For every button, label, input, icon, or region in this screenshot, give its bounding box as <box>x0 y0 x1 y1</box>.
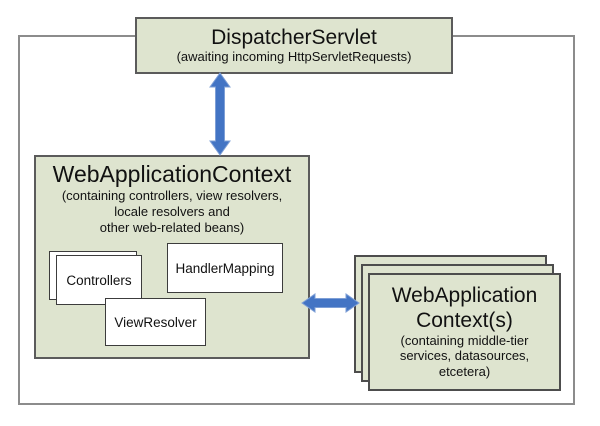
view-resolver-box: ViewResolver <box>105 298 206 346</box>
webapp-contexts-subtitle-line: etcetera) <box>438 363 491 379</box>
webapp-contexts-subtitle-line: services, datasources, <box>399 348 530 364</box>
web-application-context-subtitle-line: (containing controllers, view resolvers, <box>61 188 283 203</box>
dispatcher-servlet-title: DispatcherServlet <box>211 26 377 50</box>
handler-mapping-box: HandlerMapping <box>167 243 283 293</box>
web-application-context-subtitle-line: other web-related beans) <box>99 219 245 235</box>
dispatcher-servlet-box: DispatcherServlet (awaiting incoming Htt… <box>135 17 453 74</box>
controllers-box: Controllers <box>56 255 142 305</box>
vertical-double-arrow-icon <box>209 72 231 156</box>
webapp-contexts-box: WebApplication Context(s) (containing mi… <box>368 273 561 391</box>
horizontal-double-arrow-icon <box>301 293 360 313</box>
webapp-contexts-title-line: WebApplication <box>391 284 538 308</box>
web-application-context-title: WebApplicationContext <box>52 161 292 187</box>
webapp-contexts-title-line: Context(s) <box>416 308 513 332</box>
web-application-context-box: WebApplicationContext (containing contro… <box>34 155 310 359</box>
dispatcher-servlet-subtitle: (awaiting incoming HttpServletRequests) <box>176 49 412 65</box>
webapp-contexts-subtitle-line: (containing middle-tier <box>400 332 529 348</box>
web-application-context-subtitle-line: locale resolvers and <box>114 203 230 219</box>
